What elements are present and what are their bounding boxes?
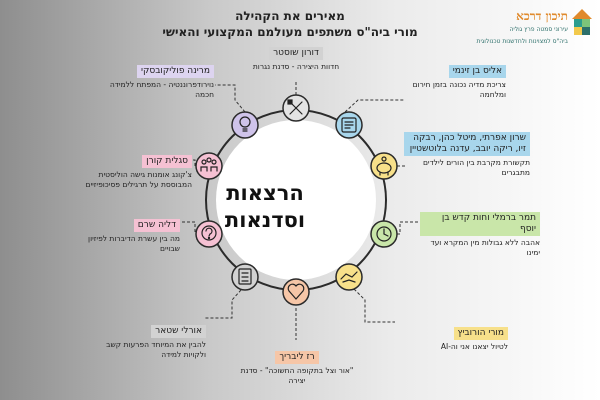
piggy-bank-icon: [376, 156, 392, 176]
lightbulb-icon: [239, 116, 251, 132]
person-desc: תקשורת מקרבת בין הורים לילדים מתבגרים: [422, 158, 530, 177]
school-logo: תיכון דרכא עירוני סמטה פרץ גוליה ביה"ס ל…: [476, 5, 594, 51]
person-name: רז ליבריך: [275, 351, 319, 364]
header-line-2: מורי ביה"ס משתפים מעולמם המקצועי והאישי: [162, 25, 418, 39]
person-desc: אהבה ללא גבולות מין המקרא ועד ימינו: [430, 238, 540, 257]
person-desc: צ'קונג אומנות גישה הוליסטית המבוססת על ת…: [85, 170, 192, 189]
person-marina: מרינה פוליקובסקי נוירודפרוננטיה - המפתח …: [98, 58, 214, 100]
center-title-line-1: הרצאות: [226, 181, 304, 205]
heart-icon: [287, 283, 305, 300]
person-sharon-group: שרון אפרתי, מיטל כהן, רבקה זיו, ריקה יוב…: [404, 132, 530, 178]
person-name: מורי הורוביץ: [453, 327, 508, 340]
person-desc: נוירודפרוננטיה - המפתח ללמידה חכמה: [109, 80, 214, 99]
handshake-icon: [340, 271, 358, 283]
checklist-icon: [238, 268, 252, 285]
header-line-1: מאירים את הקהילה: [235, 9, 345, 23]
person-desc: צריכת מדיה נכונה בזמן חירום ומלחמה: [412, 80, 506, 99]
person-name: מרינה פוליקובסקי: [136, 65, 214, 78]
tablet-icon: [341, 117, 357, 133]
person-name: סגלית קורן: [142, 155, 192, 168]
clock-icon: [376, 226, 392, 242]
person-dalia: דליה שרם מה בין עשרת הדיברות לפיזיון שבו…: [84, 212, 180, 254]
person-desc: לטיול יצאנו אני וה-AI: [440, 342, 508, 351]
node-piggy: [370, 152, 398, 180]
person-orly: אורלי שטאר להבין את המיוחד הפרעות קשב ול…: [96, 318, 206, 360]
page-header: מאירים את הקהילה מורי ביה"ס משתפים מעולמ…: [120, 8, 460, 41]
person-name: דורון שוסטר: [269, 47, 323, 60]
logo-name: תיכון דרכא: [516, 9, 568, 23]
house-logo-icon: [572, 9, 592, 35]
person-name: אורלי שטאר: [151, 325, 206, 338]
node-question: [195, 220, 223, 248]
person-desc: להבין את המיוחד הפרעות קשב ולקויות למידה: [106, 340, 206, 359]
person-doron: דורון שוסטר חדוות היצירה - סדנת נגרות: [248, 40, 344, 72]
node-people: [195, 152, 223, 180]
center-title-line-2: וסדנאות: [224, 208, 306, 232]
person-raz: רז ליבריך "אור וצל בתקופה החשוכה" - סדנת…: [238, 344, 356, 386]
logo-subtitle-2: ביה"ס למצוינות ולחדשנות טכנולוגית: [476, 38, 568, 45]
person-tamar: תמר ברמלי וחות קדש בן יוסף אהבה ללא גבול…: [420, 212, 540, 258]
center-title: הרצאות וסדנאות: [205, 180, 325, 234]
tools-icon: [287, 99, 303, 115]
node-bulb: [231, 111, 259, 139]
group-people-icon: [200, 157, 218, 172]
person-name: תמר ברמלי וחות קדש בן יוסף: [420, 212, 540, 236]
person-name: שרון אפרתי, מיטל כהן, רבקה זיו, ריקה יוב…: [404, 132, 530, 156]
person-sigalit: סגלית קורן צ'קונג אומנות גישה הוליסטית ה…: [84, 148, 192, 190]
node-heart: [282, 278, 310, 306]
person-desc: "אור וצל בתקופה החשוכה" - סדנת יצירה: [240, 366, 354, 385]
person-name: אליס בן זינמי: [448, 65, 506, 78]
person-name: דליה שרם: [133, 219, 180, 232]
node-handshake: [335, 263, 363, 291]
person-desc: מה בין עשרת הדיברות לפיזיון שבויים: [88, 234, 180, 253]
person-mori: מורי הורוביץ לטיול יצאנו אני וה-AI: [398, 320, 508, 352]
person-desc: חדוות היצירה - סדנת נגרות: [252, 62, 340, 71]
person-alice: אליס בן זינמי צריכת מדיה נכונה בזמן חירו…: [410, 58, 506, 100]
center-disc: [216, 120, 376, 280]
logo-subtitle: עירוני סמטה פרץ גוליה: [509, 26, 568, 33]
question-bubble-icon: [201, 225, 217, 241]
